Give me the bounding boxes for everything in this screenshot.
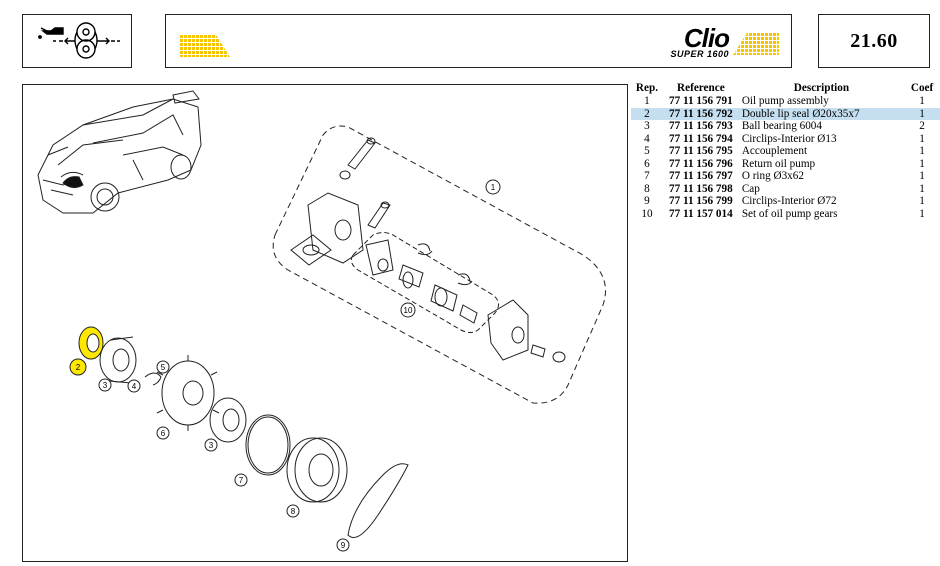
cell-reference: 77 11 156 796 [669, 157, 733, 170]
callout-2[interactable]: 2 [69, 358, 87, 376]
svg-text:4: 4 [132, 382, 137, 391]
cell-reference: 77 11 156 793 [669, 120, 733, 132]
header-title-panel: Clio SUPER 1600 [165, 14, 792, 68]
cell-rep: 8 [644, 182, 650, 195]
cell-coef: 1 [919, 145, 925, 157]
car-illustration [37, 90, 202, 214]
cell-description: Accouplement [741, 145, 808, 157]
logo-stripes-icon [733, 33, 779, 55]
parts-table: Rep. Reference Description Coef 1 77 11 … [631, 82, 940, 220]
callout-4[interactable]: 4 [127, 379, 141, 393]
cell-description: Cap [741, 182, 760, 195]
cell-rep: 9 [644, 195, 650, 207]
cell-reference: 77 11 156 798 [669, 182, 733, 195]
cell-coef: 1 [904, 107, 940, 120]
cell-description: Ball bearing 6004 [741, 120, 822, 132]
exploded-diagram: 1 2 3 4 5 6 3 [22, 84, 628, 562]
callout-5[interactable]: 5 [156, 360, 170, 374]
parts-diagram-svg: 1 2 3 4 5 6 3 [37, 90, 606, 552]
callout-6[interactable]: 6 [156, 426, 170, 440]
oil-pump-icon [38, 22, 120, 59]
cell-rep: 10 [641, 207, 653, 220]
cell-reference: 77 11 156 797 [669, 170, 733, 182]
table-row[interactable]: 8 77 11 156 798 Cap 1 [631, 183, 940, 196]
cell-rep: 4 [644, 132, 650, 145]
cell-rep: 5 [644, 145, 650, 157]
cell-reference: 77 11 157 014 [669, 207, 733, 220]
cell-coef: 1 [919, 195, 925, 207]
cell-coef: 1 [919, 157, 925, 170]
table-row[interactable]: 1 77 11 156 791 Oil pump assembly 1 [631, 95, 940, 108]
table-row[interactable]: 6 77 11 156 796 Return oil pump 1 [631, 158, 940, 171]
svg-text:5: 5 [161, 363, 166, 372]
svg-text:1: 1 [491, 183, 496, 192]
callout-7[interactable]: 7 [234, 473, 248, 487]
page-ref-panel: 21.60 [818, 14, 930, 68]
svg-text:3: 3 [103, 381, 108, 390]
column-rep: Rep. [635, 82, 658, 94]
cell-description: O ring Ø3x62 [741, 170, 804, 182]
svg-text:7: 7 [239, 476, 244, 485]
cell-rep: 2 [631, 107, 663, 120]
cell-description: Circlips-Interior Ø72 [741, 195, 837, 207]
column-coef: Coef [910, 82, 934, 94]
cell-rep: 3 [644, 120, 650, 132]
cell-description: Double lip seal Ø20x35x7 [738, 107, 905, 120]
callouts: 1 2 3 4 5 6 3 [69, 179, 501, 552]
callout-9[interactable]: 9 [336, 538, 350, 552]
cell-reference: 77 11 156 799 [669, 195, 733, 207]
cell-coef: 1 [919, 207, 925, 220]
cell-description: Set of oil pump gears [741, 207, 838, 220]
table-row[interactable]: 10 77 11 157 014 Set of oil pump gears 1 [631, 208, 940, 221]
column-description: Description [793, 82, 850, 94]
logo-main-text: Clio [683, 23, 730, 53]
cell-reference: 77 11 156 795 [669, 145, 733, 157]
table-row[interactable]: 3 77 11 156 793 Ball bearing 6004 2 [631, 120, 940, 133]
svg-text:10: 10 [404, 306, 413, 315]
callout-3[interactable]: 3 [98, 378, 112, 392]
clio-super-1600-logo: Clio SUPER 1600 [629, 21, 779, 65]
cell-reference: 77 11 156 791 [669, 95, 733, 107]
cell-coef: 1 [919, 95, 925, 107]
cell-description: Circlips-Interior Ø13 [741, 132, 837, 145]
cell-rep: 6 [644, 157, 650, 170]
page-ref: 21.60 [850, 29, 898, 52]
engine-location-mark [62, 176, 84, 189]
cell-coef: 2 [919, 120, 925, 132]
parts-table-header: Rep. Reference Description Coef [631, 82, 940, 95]
table-row[interactable]: 7 77 11 156 797 O ring Ø3x62 1 [631, 170, 940, 183]
callout-10[interactable]: 10 [400, 302, 416, 318]
oil-pump-assembly-drawing [290, 137, 566, 363]
header-icon-panel [22, 14, 132, 68]
cell-reference: 77 11 156 792 [662, 107, 739, 120]
cell-coef: 1 [919, 182, 925, 195]
svg-text:9: 9 [341, 541, 346, 550]
table-row[interactable]: 5 77 11 156 795 Accouplement 1 [631, 145, 940, 158]
svg-text:3: 3 [209, 441, 214, 450]
cell-coef: 1 [919, 132, 925, 145]
cell-reference: 77 11 156 794 [669, 132, 733, 145]
shaft-parts-drawing [78, 326, 409, 538]
cell-rep: 1 [644, 95, 650, 107]
svg-text:8: 8 [291, 507, 296, 516]
table-row-selected[interactable]: 2 77 11 156 792 Double lip seal Ø20x35x7… [631, 107, 940, 120]
svg-text:6: 6 [161, 429, 166, 438]
table-row[interactable]: 4 77 11 156 794 Circlips-Interior Ø13 1 [631, 133, 940, 146]
callout-8[interactable]: 8 [286, 504, 300, 518]
logo-sub-text: SUPER 1600 [670, 49, 729, 59]
callout-3b[interactable]: 3 [204, 438, 218, 452]
svg-text:2: 2 [76, 363, 81, 372]
cell-description: Oil pump assembly [741, 95, 829, 107]
column-reference: Reference [677, 82, 725, 94]
cell-rep: 7 [644, 170, 650, 182]
yellow-stripes-icon [180, 35, 230, 57]
table-row[interactable]: 9 77 11 156 799 Circlips-Interior Ø72 1 [631, 195, 940, 208]
callout-1[interactable]: 1 [485, 179, 501, 195]
cell-description: Return oil pump [741, 157, 816, 170]
cell-coef: 1 [919, 170, 925, 182]
